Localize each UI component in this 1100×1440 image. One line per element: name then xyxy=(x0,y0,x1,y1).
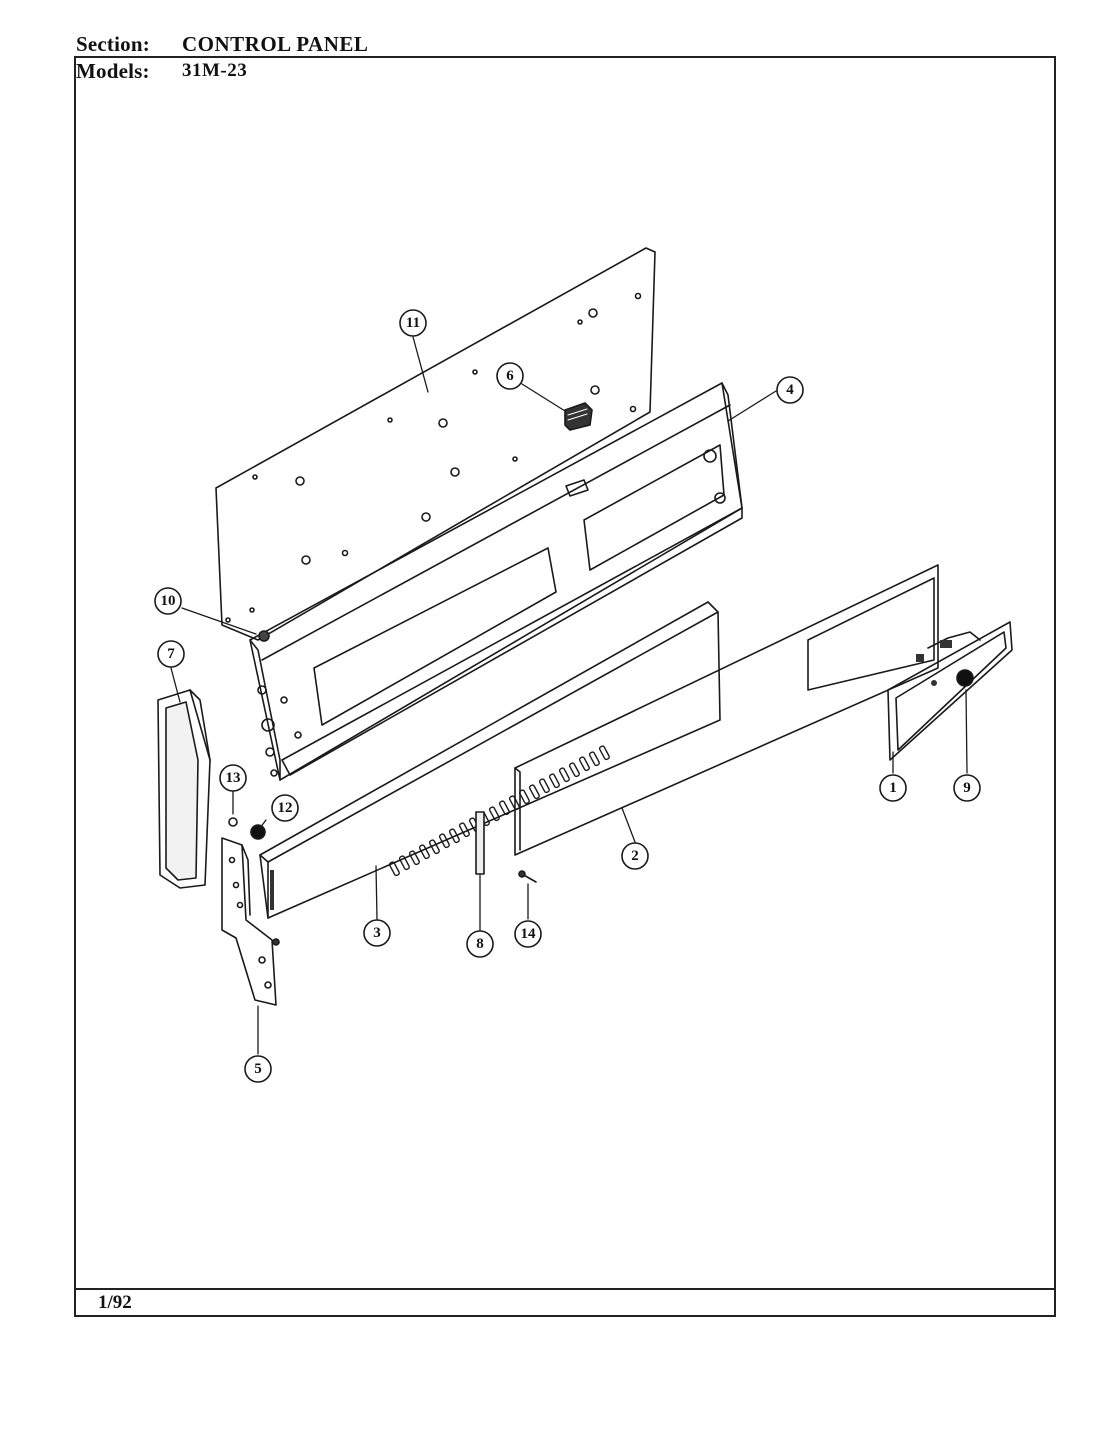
part-rear-cover-plate xyxy=(215,247,656,641)
callout-leader-lines xyxy=(170,336,968,1055)
part-control-knob xyxy=(931,669,974,687)
diagram-frame xyxy=(74,56,1056,1317)
callout-marker xyxy=(154,587,182,615)
footer-divider xyxy=(74,1288,1056,1290)
part-main-panel-housing xyxy=(249,382,743,781)
part-grommet xyxy=(250,824,266,840)
part-end-cap xyxy=(157,689,211,889)
callout-label: 2 xyxy=(631,848,639,864)
callout-marker xyxy=(244,1055,272,1083)
callout-marker xyxy=(157,640,185,668)
section-label: Section: xyxy=(76,32,150,56)
part-support-bar xyxy=(475,811,485,875)
callout-marker xyxy=(621,842,649,870)
models-value: 31M-23 xyxy=(182,60,248,81)
callout-label: 14 xyxy=(521,926,537,942)
callout-label: 10 xyxy=(161,593,176,609)
part-small-clip xyxy=(228,817,238,827)
callout-marker xyxy=(399,309,427,337)
callout-label: 7 xyxy=(167,646,175,662)
part-clock-module xyxy=(887,621,1013,761)
part-front-louvered-panel xyxy=(259,601,721,919)
callout-label: 8 xyxy=(476,936,484,952)
callout-label: 11 xyxy=(406,315,420,331)
callout-label: 9 xyxy=(963,780,971,796)
callout-label: 5 xyxy=(254,1061,262,1077)
footer-date-code: 1/92 xyxy=(98,1292,132,1313)
callout-marker xyxy=(879,774,907,802)
part-trim-strip xyxy=(514,564,939,856)
callout-marker xyxy=(219,764,247,792)
callout-marker xyxy=(776,376,804,404)
callout-marker xyxy=(514,920,542,948)
callout-label: 13 xyxy=(226,770,241,786)
callout-label: 4 xyxy=(786,382,794,398)
callout-label: 6 xyxy=(506,368,514,384)
callout-markers xyxy=(154,309,981,1083)
callout-marker xyxy=(363,919,391,947)
callout-label: 12 xyxy=(278,800,293,816)
part-screw xyxy=(518,870,537,883)
models-label: Models: xyxy=(76,59,150,83)
part-mounting-bracket xyxy=(221,837,280,1006)
part-switch-block xyxy=(564,402,593,431)
louver-slots xyxy=(388,745,610,877)
callout-marker xyxy=(496,362,524,390)
callout-label: 3 xyxy=(373,925,381,941)
section-title: CONTROL PANEL xyxy=(182,32,369,56)
callout-label: 1 xyxy=(889,780,897,796)
callout-marker xyxy=(953,774,981,802)
part-fastener-nut xyxy=(258,630,270,642)
callout-marker xyxy=(271,794,299,822)
callout-marker xyxy=(466,930,494,958)
